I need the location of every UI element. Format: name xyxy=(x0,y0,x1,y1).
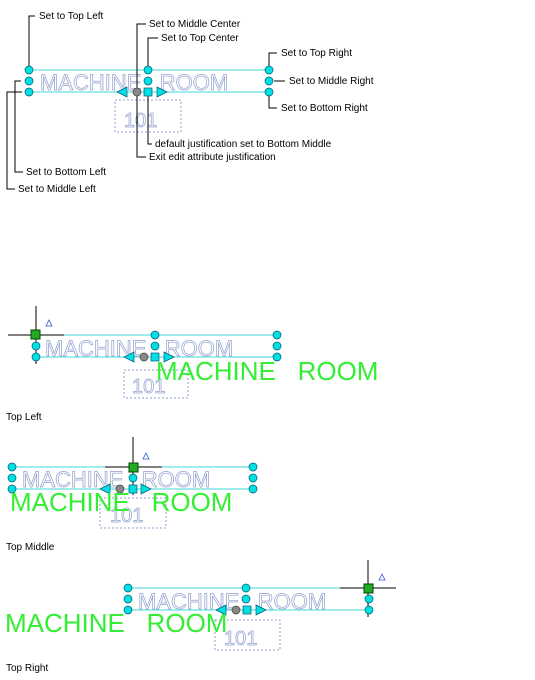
grip[interactable] xyxy=(150,341,160,351)
grip-arrow-left-icon[interactable] xyxy=(99,483,111,495)
grip-middle-right[interactable] xyxy=(264,76,274,86)
callout-bottom-right: Set to Bottom Right xyxy=(281,103,368,114)
grip-exit-icon[interactable] xyxy=(132,87,142,97)
callout-top-left: Set to Top Left xyxy=(39,11,104,22)
caption: Top Left xyxy=(6,412,42,423)
grip-top-center[interactable] xyxy=(143,65,153,75)
grip-arrow-right-icon[interactable] xyxy=(255,604,267,616)
grip[interactable] xyxy=(242,605,252,615)
callout-middle-left: Set to Middle Left xyxy=(18,184,96,195)
grip[interactable] xyxy=(248,473,258,483)
active-grip[interactable] xyxy=(363,583,374,594)
callout-default-justification: default justification set to Bottom Midd… xyxy=(155,139,332,150)
callout-exit-edit: Exit edit attribute justification xyxy=(149,152,276,163)
caption: Top Middle xyxy=(6,542,55,553)
grip-bottom-left[interactable] xyxy=(24,87,34,97)
callout-top-center: Set to Top Center xyxy=(161,33,239,44)
active-grip[interactable] xyxy=(128,462,139,473)
grip[interactable] xyxy=(364,605,374,615)
grip[interactable] xyxy=(241,594,251,604)
number-box xyxy=(214,619,281,651)
ghost-number-text: 101 xyxy=(124,110,157,132)
grip-arrow-right-icon[interactable] xyxy=(140,483,152,495)
grip-middle-center[interactable] xyxy=(143,76,153,86)
grip[interactable] xyxy=(123,605,133,615)
grip-arrow-left-icon[interactable] xyxy=(116,86,128,98)
ghost-number-text: 101 xyxy=(132,376,165,398)
preview-tag-text: MACHINE ROOM xyxy=(5,608,227,638)
callout-middle-right: Set to Middle Right xyxy=(289,76,374,87)
ghost-tag-text: MACHINE ROOM xyxy=(40,70,228,95)
grip[interactable] xyxy=(7,462,17,472)
grip[interactable] xyxy=(272,330,282,340)
grip[interactable] xyxy=(241,583,251,593)
grip[interactable] xyxy=(248,462,258,472)
grip-bottom-middle[interactable] xyxy=(143,87,153,97)
grip-arrow-right-icon[interactable] xyxy=(156,86,168,98)
grip[interactable] xyxy=(272,341,282,351)
grip[interactable] xyxy=(31,352,41,362)
example-top-right: MACHINE ROOM 101 MACHINE ROOM Top Right xyxy=(5,560,396,674)
example-top-middle: MACHINE ROOM 101 MACHINE ROOM Top Middle xyxy=(6,437,258,553)
grip[interactable] xyxy=(150,330,160,340)
ghost-number-text: 101 xyxy=(224,628,257,650)
grip[interactable] xyxy=(123,594,133,604)
caption: Top Right xyxy=(6,663,48,674)
callout-top-right: Set to Top Right xyxy=(281,48,352,59)
number-box xyxy=(99,497,167,529)
callout-panel: MACHINE ROOM 101 xyxy=(6,11,374,195)
grip[interactable] xyxy=(123,583,133,593)
grip-top-right[interactable] xyxy=(264,65,274,75)
grip[interactable] xyxy=(150,352,160,362)
grip[interactable] xyxy=(128,473,138,483)
grip-top-left[interactable] xyxy=(24,65,34,75)
grip-arrow-left-icon[interactable] xyxy=(123,351,135,363)
grip-bottom-right[interactable] xyxy=(264,87,274,97)
cursor-badge-icon xyxy=(45,319,53,327)
grip[interactable] xyxy=(7,473,17,483)
grip-middle-left[interactable] xyxy=(24,76,34,86)
grip[interactable] xyxy=(7,484,17,494)
grip[interactable] xyxy=(272,352,282,362)
active-grip[interactable] xyxy=(30,329,41,340)
grip-exit-icon[interactable] xyxy=(115,484,125,494)
preview-tag-text: MACHINE ROOM xyxy=(156,356,378,386)
ghost-number-text: 101 xyxy=(110,505,143,527)
grip[interactable] xyxy=(31,341,41,351)
number-box xyxy=(123,369,189,399)
grip-arrow-right-icon[interactable] xyxy=(163,351,175,363)
callout-middle-center: Set to Middle Center xyxy=(149,19,241,30)
callout-bottom-left: Set to Bottom Left xyxy=(26,167,106,178)
grip[interactable] xyxy=(364,594,374,604)
cursor-badge-icon xyxy=(378,573,386,581)
example-top-left: MACHINE ROOM 101 MACHINE ROOM Top Left xyxy=(6,306,378,423)
cursor-badge-icon xyxy=(142,452,150,460)
preview-tag-text: MACHINE ROOM xyxy=(10,487,232,517)
grip-arrow-left-icon[interactable] xyxy=(215,604,227,616)
grip[interactable] xyxy=(248,484,258,494)
grip-exit-icon[interactable] xyxy=(139,352,149,362)
leader-lines xyxy=(6,15,285,190)
grip-exit-icon[interactable] xyxy=(231,605,241,615)
grip[interactable] xyxy=(128,484,138,494)
grips xyxy=(24,65,274,98)
